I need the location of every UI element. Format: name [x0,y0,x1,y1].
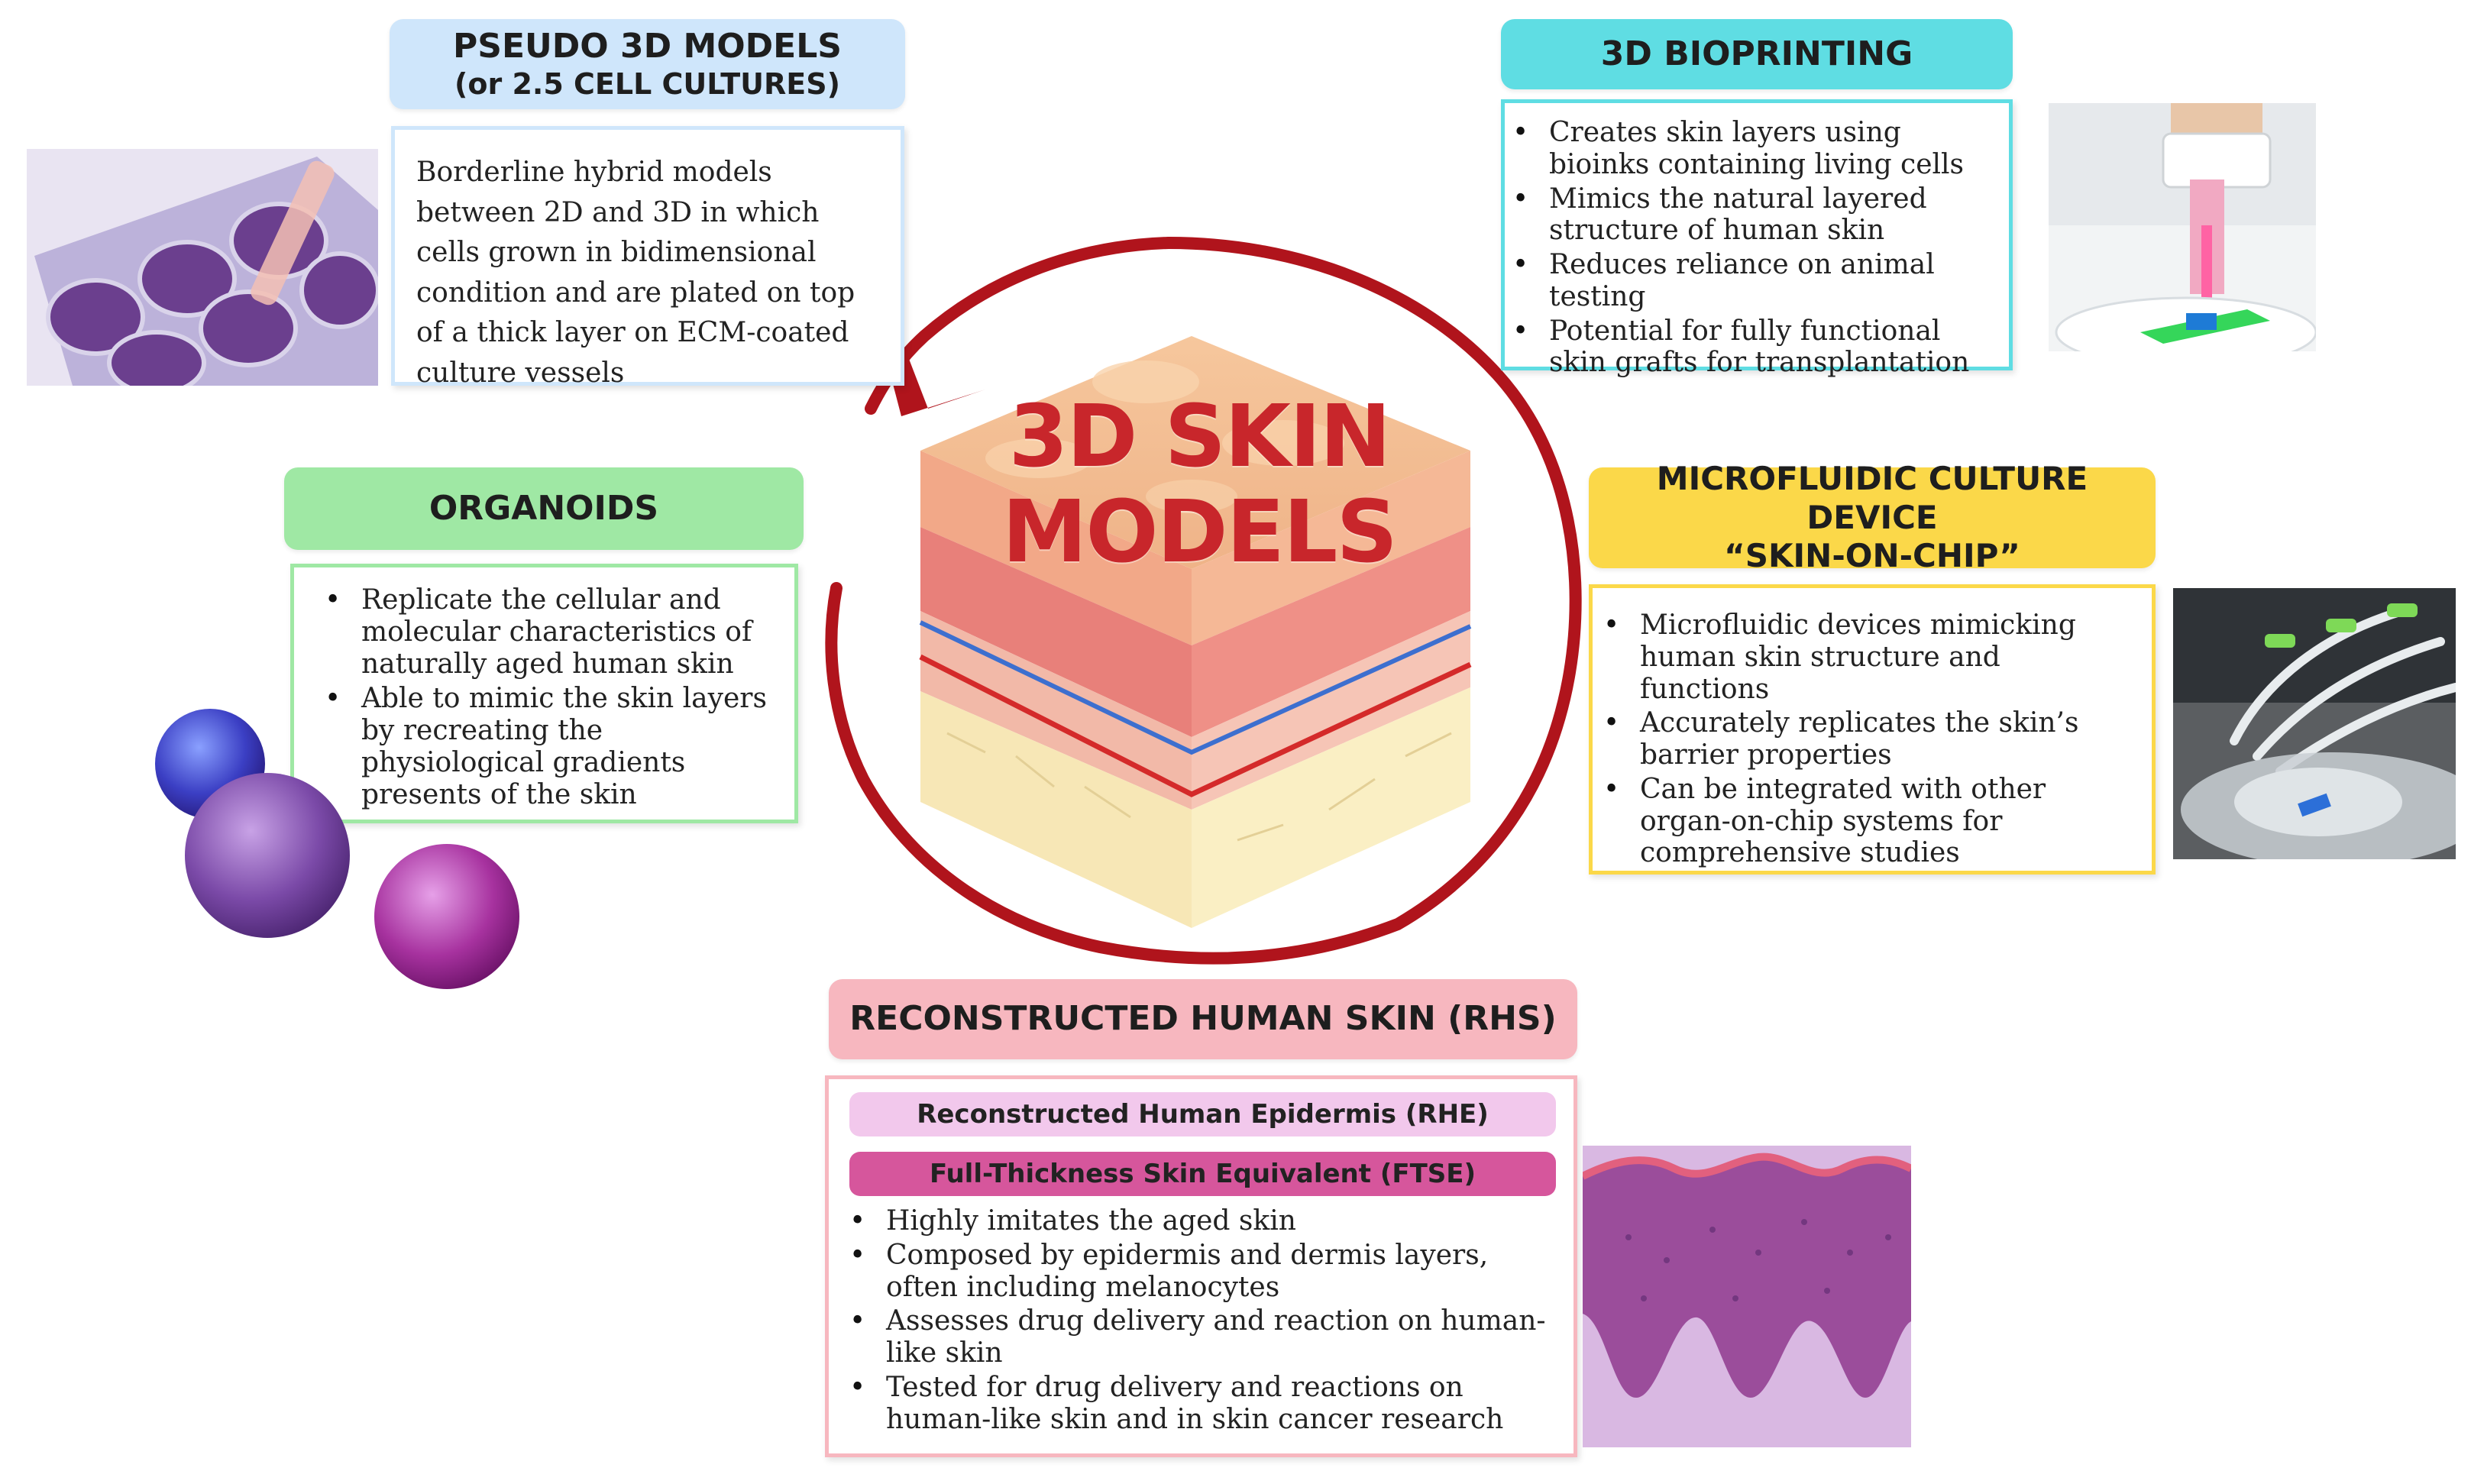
histology-image [1583,1146,1911,1447]
list-item: Potential for fully functional skin graf… [1512,315,1994,380]
list-item: Can be integrated with other organ-on-ch… [1603,774,2136,869]
well-plate-image [27,149,378,386]
rhs-header: RECONSTRUCTED HUMAN SKIN (RHS) [829,979,1577,1059]
skin-on-chip-image [2173,588,2456,859]
microfluidic-title-line2: “SKIN-ON-CHIP” [1724,537,2020,575]
bioprinting-title: 3D BIOPRINTING [1600,34,1913,73]
pseudo-text: Borderline hybrid models between 2D and … [416,157,855,389]
rhs-title: RECONSTRUCTED HUMAN SKIN (RHS) [849,999,1557,1039]
list-item: Creates skin layers using bioinks contai… [1512,117,1994,181]
center-title: 3D SKIN MODELS [978,387,1421,583]
pseudo-title: PSEUDO 3D MODELS [453,26,842,66]
list-item: Microfluidic devices mimicking human ski… [1603,609,2136,705]
pseudo-subtitle: (or 2.5 CELL CULTURES) [454,66,840,101]
bioprinting-box: Creates skin layers using bioinks contai… [1501,99,2013,378]
organoids-title: ORGANOIDS [429,488,659,528]
list-item: Replicate the cellular and molecular cha… [325,584,781,680]
list-item: Assesses drug delivery and reaction on h… [849,1305,1562,1369]
list-item: Able to mimic the skin layers by recreat… [325,683,781,810]
list-item: Accurately replicates the skin’s barrier… [1603,707,2136,771]
organoids-header: ORGANOIDS [284,467,804,550]
microfluidic-box: Microfluidic devices mimicking human ski… [1589,584,2156,875]
pseudo-header: PSEUDO 3D MODELS (or 2.5 CELL CULTURES) [390,19,905,109]
list-item: Reduces reliance on animal testing [1512,249,1994,313]
microfluidic-title-line1: MICROFLUIDIC CULTURE DEVICE [1656,460,2088,536]
ftse-label-text: Full-Thickness Skin Equivalent (FTSE) [929,1159,1476,1189]
center-title-line1: 3D SKIN [1008,387,1392,487]
rhe-label: Reconstructed Human Epidermis (RHE) [849,1092,1556,1136]
arrow-head-icon [878,328,985,416]
center-title-line2: MODELS [1001,483,1398,583]
rhe-label-text: Reconstructed Human Epidermis (RHE) [917,1099,1489,1130]
organoid-cells-image [155,709,519,989]
list-item: Highly imitates the aged skin [849,1205,1562,1237]
bioprinter-image [2049,103,2316,351]
ftse-label: Full-Thickness Skin Equivalent (FTSE) [849,1152,1556,1196]
list-item: Composed by epidermis and dermis layers,… [849,1240,1562,1304]
rhs-list: Highly imitates the aged skin Composed b… [829,1205,1562,1435]
arrow-ring [825,237,1582,965]
pseudo-box: Borderline hybrid models between 2D and … [391,126,904,389]
organoids-box: Replicate the cellular and molecular cha… [290,564,798,823]
list-item: Tested for drug delivery and reactions o… [849,1372,1562,1436]
microfluidic-header: MICROFLUIDIC CULTURE DEVICE “SKIN-ON-CHI… [1589,460,2156,574]
list-item: Mimics the natural layered structure of … [1512,183,1994,247]
bioprinting-header: 3D BIOPRINTING [1501,19,2013,89]
